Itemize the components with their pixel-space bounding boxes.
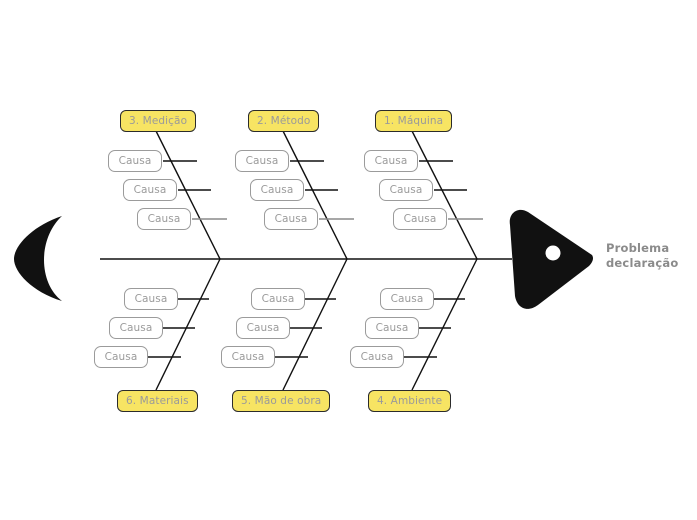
cause-label: Causa <box>374 155 408 167</box>
cause-label: Causa <box>403 213 437 225</box>
cause-label: Causa <box>245 155 279 167</box>
cause-label: Causa <box>118 155 152 167</box>
cause-label: Causa <box>231 351 265 363</box>
category-box-ambiente[interactable]: 4. Ambiente <box>368 390 452 412</box>
cause-box-materiais-3[interactable]: Causa <box>94 346 148 368</box>
cause-box-materiais-2[interactable]: Causa <box>109 317 163 339</box>
rib-bottom-1 <box>155 258 221 391</box>
cause-label: Causa <box>390 293 424 305</box>
cause-box-materiais-1[interactable]: Causa <box>124 288 178 310</box>
problem-statement-line1: Problema <box>606 241 670 255</box>
cause-label: Causa <box>389 184 423 196</box>
cause-label: Causa <box>360 351 394 363</box>
rib-top-2 <box>282 130 348 260</box>
rib-bottom-2 <box>282 258 348 391</box>
cause-box-ambiente-3[interactable]: Causa <box>350 346 404 368</box>
cause-box-maquina-1[interactable]: Causa <box>364 150 418 172</box>
cause-box-metodo-2[interactable]: Causa <box>250 179 304 201</box>
cause-label: Causa <box>104 351 138 363</box>
cause-box-medicao-2[interactable]: Causa <box>123 179 177 201</box>
cause-label: Causa <box>133 184 167 196</box>
category-box-maquina[interactable]: 1. Máquina <box>375 110 453 132</box>
rib-top-1 <box>155 130 221 260</box>
fish-eye-icon <box>545 245 561 261</box>
category-label: 3. Medição <box>129 115 188 127</box>
cause-label: Causa <box>375 322 409 334</box>
category-label: 5. Mão de obra <box>241 395 322 407</box>
cause-label: Causa <box>274 213 308 225</box>
category-box-metodo[interactable]: 2. Método <box>248 110 320 132</box>
cause-box-medicao-1[interactable]: Causa <box>108 150 162 172</box>
cause-label: Causa <box>134 293 168 305</box>
rib-top-3 <box>411 130 478 260</box>
category-label: 2. Método <box>257 115 311 127</box>
cause-label: Causa <box>147 213 181 225</box>
cause-box-medicao-3[interactable]: Causa <box>137 208 191 230</box>
category-label: 6. Materiais <box>126 395 189 407</box>
category-box-mao-de-obra[interactable]: 5. Mão de obra <box>232 390 331 412</box>
cause-box-mao-de-obra-2[interactable]: Causa <box>236 317 290 339</box>
problem-statement-line2: declaração <box>606 256 679 270</box>
category-label: 1. Máquina <box>384 115 444 127</box>
cause-box-ambiente-2[interactable]: Causa <box>365 317 419 339</box>
rib-bottom-3 <box>411 258 478 391</box>
fish-tail-icon <box>14 216 62 301</box>
cause-label: Causa <box>246 322 280 334</box>
cause-box-mao-de-obra-3[interactable]: Causa <box>221 346 275 368</box>
cause-box-metodo-1[interactable]: Causa <box>235 150 289 172</box>
cause-box-metodo-3[interactable]: Causa <box>264 208 318 230</box>
cause-box-maquina-2[interactable]: Causa <box>379 179 433 201</box>
cause-box-maquina-3[interactable]: Causa <box>393 208 447 230</box>
problem-statement: Problema declaração <box>606 241 692 271</box>
category-label: 4. Ambiente <box>377 395 443 407</box>
cause-label: Causa <box>261 293 295 305</box>
cause-box-ambiente-1[interactable]: Causa <box>380 288 434 310</box>
cause-label: Causa <box>119 322 153 334</box>
category-box-medicao[interactable]: 3. Medição <box>120 110 197 132</box>
cause-label: Causa <box>260 184 294 196</box>
category-box-materiais[interactable]: 6. Materiais <box>117 390 198 412</box>
cause-box-mao-de-obra-1[interactable]: Causa <box>251 288 305 310</box>
